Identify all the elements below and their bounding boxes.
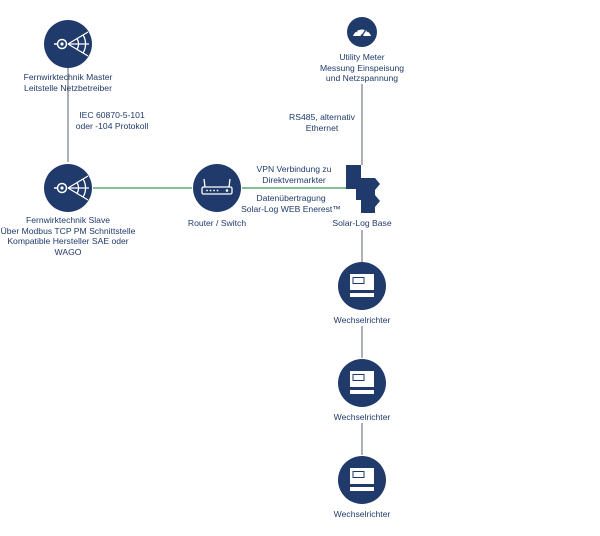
inverter-icon	[338, 456, 386, 504]
master-label: Fernwirktechnik Master Leitstelle Netzbe…	[23, 72, 113, 93]
router-label: Router / Switch	[187, 218, 247, 228]
inverter-label: Wechselrichter	[333, 412, 391, 422]
antenna-dish-icon	[44, 20, 92, 68]
protocol-edge-label: IEC 60870-5-101 oder -104 Protokoll	[75, 110, 149, 131]
web-edge-label: Datenübertragung Solar-Log WEB Enerest™	[241, 193, 341, 214]
slave-label: Fernwirktechnik Slave Über Modbus TCP PM…	[0, 215, 136, 257]
solar-log-logo-icon	[346, 165, 380, 213]
inverter-icon	[338, 262, 386, 310]
router-icon	[193, 164, 241, 212]
inverter-icon	[338, 359, 386, 407]
antenna-dish-icon	[44, 164, 92, 212]
rs485-edge-label: RS485, alternativ Ethernet	[289, 112, 355, 133]
vpn-edge-label: VPN Verbindung zu Direktvermarkter	[256, 164, 332, 185]
meter-label: Utility Meter Messung Einspeisung und Ne…	[319, 52, 405, 83]
inverter-label: Wechselrichter	[333, 509, 391, 519]
inverter-label: Wechselrichter	[333, 315, 391, 325]
base-label: Solar-Log Base	[332, 218, 392, 228]
gauge-icon	[347, 17, 377, 47]
